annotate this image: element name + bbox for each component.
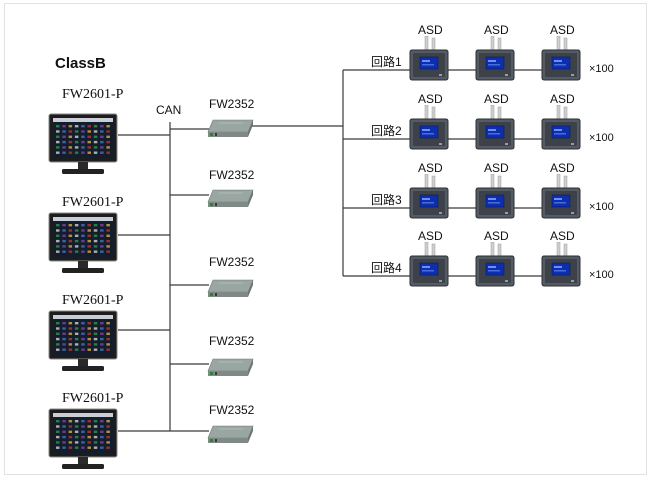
- asd-label: ASD: [418, 161, 443, 175]
- detector-count-label: ×100: [589, 269, 614, 281]
- workstation-label: FW2601-P: [62, 195, 124, 210]
- asd-label: ASD: [550, 161, 575, 175]
- asd-detector-icon: [541, 105, 581, 150]
- gateway-device-icon: [207, 425, 254, 443]
- asd-detector-icon: [409, 174, 449, 219]
- asd-detector-icon: [409, 105, 449, 150]
- gateway-label: FW2352: [209, 97, 255, 111]
- loop-label: 回路3: [371, 193, 402, 207]
- workstation-monitor-icon: [48, 310, 118, 371]
- asd-detector-icon: [541, 242, 581, 287]
- asd-detector-icon: [409, 36, 449, 81]
- gateway-label: FW2352: [209, 168, 255, 182]
- asd-detector-icon: [475, 36, 515, 81]
- asd-detector-icon: [475, 174, 515, 219]
- asd-label: ASD: [484, 23, 509, 37]
- workstation-monitor-icon: [48, 212, 118, 273]
- gateway-device-icon: [207, 189, 254, 207]
- asd-label: ASD: [484, 92, 509, 106]
- loop-label: 回路2: [371, 124, 402, 138]
- asd-label: ASD: [484, 229, 509, 243]
- detector-count-label: ×100: [589, 132, 614, 144]
- loop-label: 回路4: [371, 261, 402, 275]
- asd-label: ASD: [418, 92, 443, 106]
- gateway-label: FW2352: [209, 403, 255, 417]
- gateway-label: FW2352: [209, 334, 255, 348]
- asd-detector-icon: [475, 242, 515, 287]
- workstation-label: FW2601-P: [62, 87, 124, 102]
- asd-label: ASD: [550, 23, 575, 37]
- can-bus-label: CAN: [156, 103, 182, 117]
- diagram-title: ClassB: [55, 55, 106, 72]
- gateway-label: FW2352: [209, 255, 255, 269]
- asd-label: ASD: [418, 229, 443, 243]
- diagram-frame: [4, 3, 647, 475]
- asd-label: ASD: [550, 92, 575, 106]
- asd-label: ASD: [550, 229, 575, 243]
- asd-detector-icon: [409, 242, 449, 287]
- workstation-monitor-icon: [48, 408, 118, 469]
- gateway-device-icon: [207, 279, 254, 297]
- gateway-device-icon: [207, 119, 254, 137]
- loop-label: 回路1: [371, 55, 402, 69]
- asd-label: ASD: [484, 161, 509, 175]
- asd-detector-icon: [475, 105, 515, 150]
- workstation-label: FW2601-P: [62, 391, 124, 406]
- asd-label: ASD: [418, 23, 443, 37]
- gateway-device-icon: [207, 358, 254, 376]
- asd-detector-icon: [541, 174, 581, 219]
- workstation-label: FW2601-P: [62, 293, 124, 308]
- asd-detector-icon: [541, 36, 581, 81]
- detector-count-label: ×100: [589, 63, 614, 75]
- workstation-monitor-icon: [48, 113, 118, 174]
- detector-count-label: ×100: [589, 201, 614, 213]
